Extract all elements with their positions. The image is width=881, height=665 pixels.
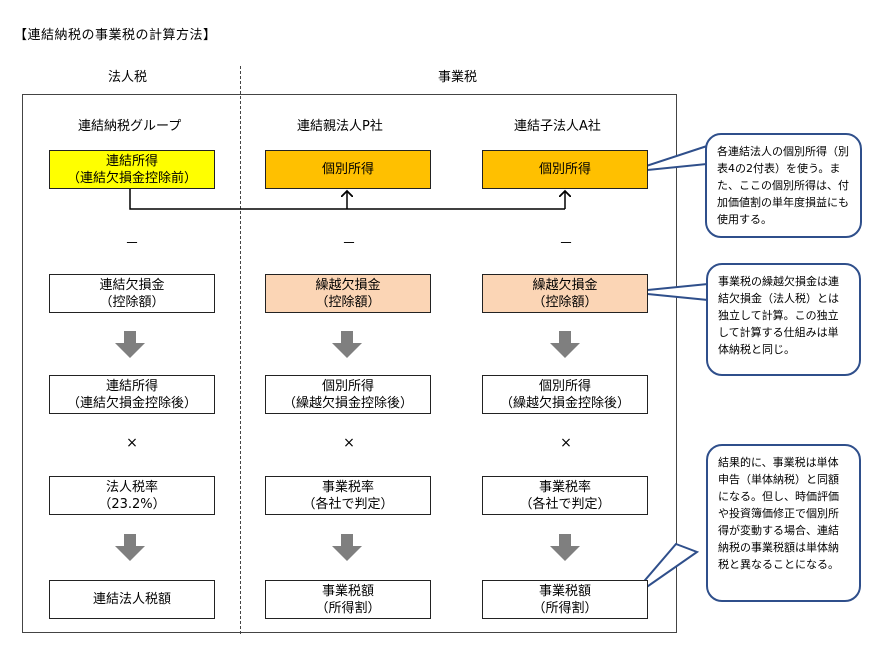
- box-child-business-tax-rate: 事業税率 （各社で判定）: [482, 476, 648, 515]
- box-line: 個別所得: [321, 378, 374, 394]
- box-line: （所得割）: [532, 600, 598, 616]
- box-line: 個別所得: [538, 378, 591, 394]
- box-line: （各社で判定）: [302, 496, 394, 512]
- box-line: 事業税額: [538, 583, 591, 599]
- box-parent-individual-income: 個別所得: [265, 150, 431, 189]
- down-arrow-icon: [550, 534, 580, 561]
- multiply-sign: ×: [343, 435, 355, 451]
- box-child-income-after: 個別所得 （繰越欠損金控除後）: [482, 375, 648, 414]
- group-label-parent: 連結親法人P社: [297, 119, 383, 134]
- minus-sign: －: [559, 236, 573, 252]
- column-header-business-tax: 事業税: [438, 70, 478, 85]
- box-line: 個別所得: [321, 162, 374, 177]
- down-arrow-icon: [115, 534, 145, 561]
- callout-result: 結果的に、事業税は単体申告（単体納税）と同額になる。但し、時価評価や投資簿価修正…: [706, 444, 861, 602]
- box-line: 連結所得: [105, 153, 158, 169]
- box-consolidated-corporate-tax: 連結法人税額: [49, 580, 215, 619]
- box-line: （連結欠損金控除後）: [66, 395, 197, 411]
- box-line: 事業税額: [321, 583, 374, 599]
- box-line: 連結所得: [105, 378, 158, 394]
- box-line: （各社で判定）: [519, 496, 611, 512]
- box-consolidated-loss: 連結欠損金 （控除額）: [49, 274, 215, 313]
- box-line: （控除額）: [532, 294, 598, 310]
- box-line: 個別所得: [538, 162, 591, 177]
- box-line: （控除額）: [99, 294, 165, 310]
- box-line: （23.2%）: [98, 496, 166, 512]
- box-parent-business-tax-amount: 事業税額 （所得割）: [265, 580, 431, 619]
- box-line: （連結欠損金控除前）: [66, 170, 197, 186]
- box-parent-business-tax-rate: 事業税率 （各社で判定）: [265, 476, 431, 515]
- connector-line: [129, 189, 565, 210]
- page-title: 【連結納税の事業税の計算方法】: [14, 28, 217, 43]
- callout-carryforward-loss: 事業税の繰越欠損金は連結欠損金（法人税）とは独立して計算。この独立して計算する仕…: [706, 263, 861, 376]
- box-consolidated-income-after: 連結所得 （連結欠損金控除後）: [49, 375, 215, 414]
- diagram-frame: [22, 94, 677, 633]
- box-consolidated-income: 連結所得 （連結欠損金控除前）: [49, 150, 215, 189]
- multiply-sign: ×: [126, 435, 138, 451]
- group-label-consolidated: 連結納税グループ: [78, 119, 182, 134]
- box-line: 連結法人税額: [92, 592, 171, 607]
- box-child-business-tax-amount: 事業税額 （所得割）: [482, 580, 648, 619]
- column-divider: [240, 66, 241, 634]
- box-corporate-tax-rate: 法人税率 （23.2%）: [49, 476, 215, 515]
- box-line: （所得割）: [315, 600, 381, 616]
- group-label-child: 連結子法人A社: [514, 119, 601, 134]
- down-arrow-icon: [115, 331, 145, 358]
- box-parent-income-after: 個別所得 （繰越欠損金控除後）: [265, 375, 431, 414]
- callout-individual-income: 各連結法人の個別所得（別表4の2付表）を使う。また、ここの個別所得は、付加価値割…: [705, 133, 862, 238]
- box-line: 繰越欠損金: [315, 277, 381, 293]
- box-line: 事業税率: [321, 479, 374, 495]
- box-child-individual-income: 個別所得: [482, 150, 648, 189]
- minus-sign: －: [342, 236, 356, 252]
- box-line: （控除額）: [315, 294, 381, 310]
- box-child-carryforward-loss: 繰越欠損金 （控除額）: [482, 274, 648, 313]
- box-line: 連結欠損金: [99, 277, 165, 293]
- down-arrow-icon: [332, 534, 362, 561]
- box-line: 法人税率: [105, 479, 158, 495]
- box-line: 事業税率: [538, 479, 591, 495]
- down-arrow-icon: [332, 331, 362, 358]
- box-line: （繰越欠損金控除後）: [499, 395, 630, 411]
- multiply-sign: ×: [560, 435, 572, 451]
- column-header-corporate-tax: 法人税: [108, 70, 148, 85]
- box-line: 繰越欠損金: [532, 277, 598, 293]
- minus-sign: －: [125, 236, 139, 252]
- box-parent-carryforward-loss: 繰越欠損金 （控除額）: [265, 274, 431, 313]
- box-line: （繰越欠損金控除後）: [282, 395, 413, 411]
- down-arrow-icon: [550, 331, 580, 358]
